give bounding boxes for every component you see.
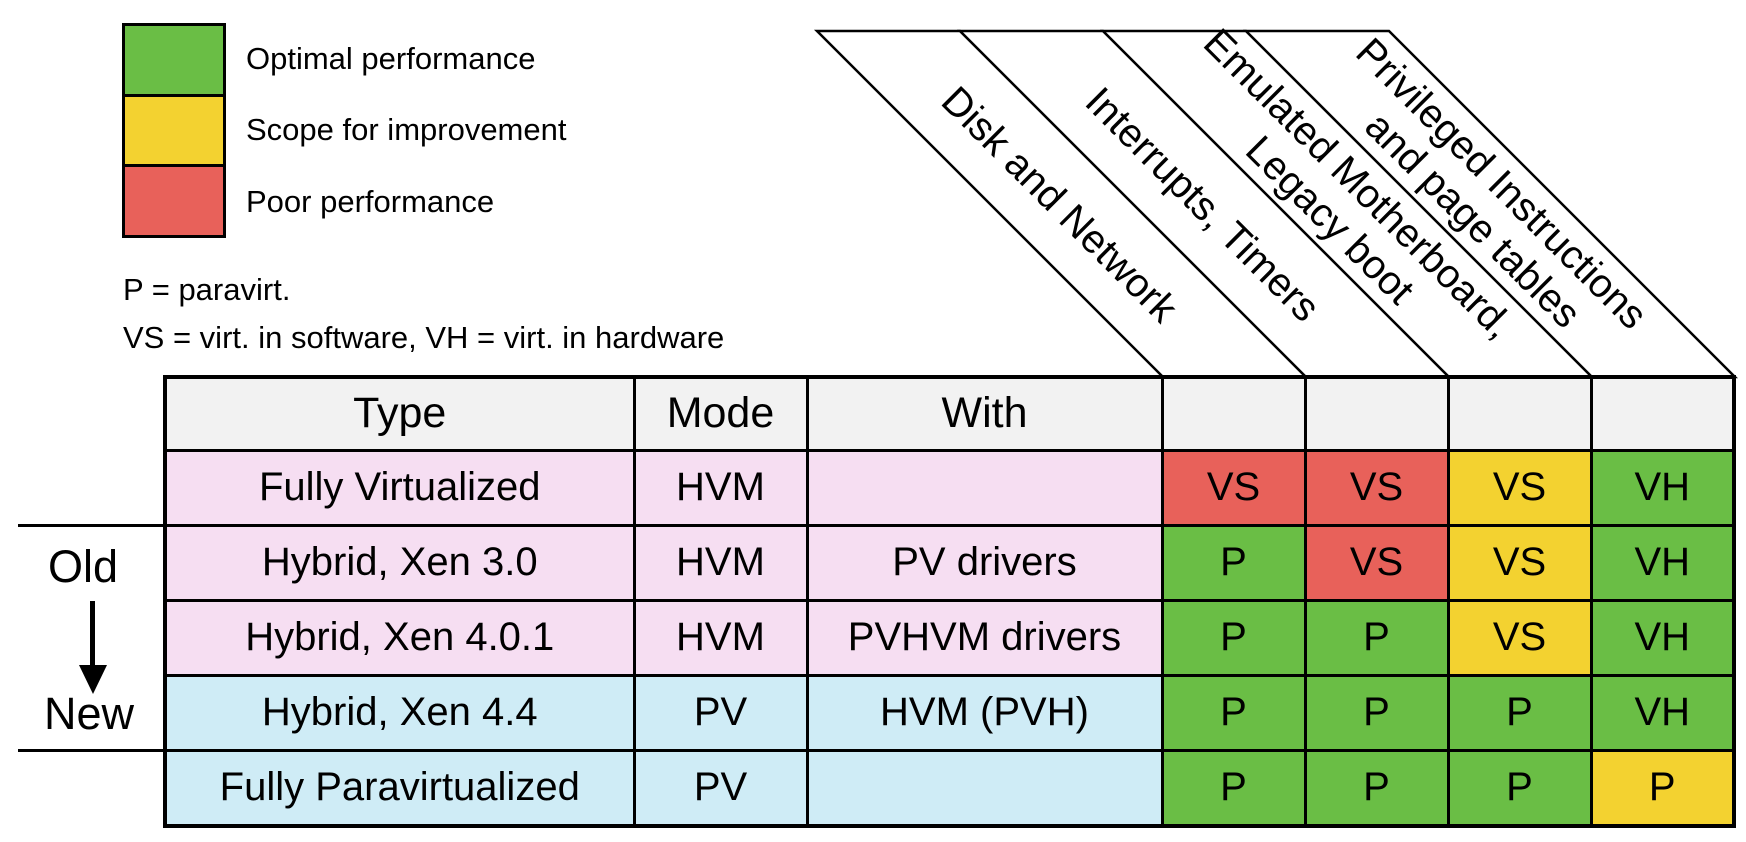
abbreviation-notes: P = paravirt. VS = virt. in software, VH…: [123, 266, 724, 362]
type-cell: Fully Virtualized: [163, 448, 636, 527]
legend-swatch-optimal: [125, 26, 223, 94]
timeline-divider-top: [18, 524, 166, 527]
perf-header-cell: [1303, 375, 1450, 452]
perf-cell: VS: [1446, 448, 1593, 527]
legend-label-improve: Scope for improvement: [246, 112, 567, 147]
col-header-with: With: [805, 375, 1164, 452]
timeline-arrow: [90, 601, 95, 667]
perf-cell: P: [1446, 748, 1593, 828]
perf-cell: P: [1160, 598, 1307, 677]
diagonal-header-band: Disk and Network Interrupts, Timers Emul…: [813, 20, 1739, 379]
perf-cell: VS: [1446, 598, 1593, 677]
mode-cell: PV: [632, 673, 809, 752]
note-vs-vh: VS = virt. in software, VH = virt. in ha…: [123, 320, 725, 355]
perf-cell: VH: [1589, 448, 1736, 527]
perf-cell: P: [1303, 598, 1450, 677]
perf-header-cell: [1160, 375, 1307, 452]
with-cell: [805, 748, 1164, 828]
mode-cell: HVM: [632, 523, 809, 602]
legend-swatch-poor: [125, 164, 223, 236]
type-cell: Fully Paravirtualized: [163, 748, 636, 828]
perf-cell: VS: [1446, 523, 1593, 602]
perf-header-cell: [1446, 375, 1593, 452]
type-cell: Hybrid, Xen 4.4: [163, 673, 636, 752]
perf-cell: VS: [1160, 448, 1307, 527]
table-row: Hybrid, Xen 4.4 PV HVM (PVH) P P P VH: [163, 673, 1736, 752]
mode-cell: HVM: [632, 448, 809, 527]
table-header-row: Type Mode With: [163, 375, 1736, 452]
table-row: Hybrid, Xen 3.0 HVM PV drivers P VS VS V…: [163, 523, 1736, 602]
table-row: Hybrid, Xen 4.0.1 HVM PVHVM drivers P P …: [163, 598, 1736, 677]
timeline-old-label: Old: [47, 541, 119, 592]
legend-swatch-improve: [125, 93, 223, 165]
legend-label-poor: Poor performance: [246, 184, 495, 219]
col-header-type: Type: [163, 375, 636, 452]
perf-cell: P: [1303, 673, 1450, 752]
perf-cell: P: [1589, 748, 1736, 828]
with-cell: HVM (PVH): [805, 673, 1164, 752]
with-cell: PV drivers: [805, 523, 1164, 602]
perf-cell: P: [1303, 748, 1450, 828]
perf-cell: P: [1160, 748, 1307, 828]
with-cell: PVHVM drivers: [805, 598, 1164, 677]
perf-cell: VS: [1303, 448, 1450, 527]
col-header-mode: Mode: [632, 375, 809, 452]
legend: [122, 23, 226, 238]
perf-header-cell: [1589, 375, 1736, 452]
perf-cell: VS: [1303, 523, 1450, 602]
perf-cell: P: [1160, 673, 1307, 752]
mode-cell: PV: [632, 748, 809, 828]
perf-cell: P: [1446, 673, 1593, 752]
timeline-new-label: New: [43, 688, 135, 739]
perf-cell: P: [1160, 523, 1307, 602]
perf-cell: VH: [1589, 523, 1736, 602]
perf-cell: VH: [1589, 598, 1736, 677]
timeline-divider-bottom: [18, 749, 230, 752]
table-row: Fully Paravirtualized PV P P P P: [163, 748, 1736, 828]
timeline-arrowhead-icon: [79, 665, 107, 694]
legend-label-optimal: Optimal performance: [246, 41, 536, 76]
perf-cell: VH: [1589, 673, 1736, 752]
table-row: Fully Virtualized HVM VS VS VS VH: [163, 448, 1736, 527]
note-paravirt: P = paravirt.: [123, 272, 291, 307]
with-cell: [805, 448, 1164, 527]
virtualization-table: Type Mode With Fully Virtualized HVM VS …: [163, 375, 1736, 828]
type-cell: Hybrid, Xen 3.0: [163, 523, 636, 602]
type-cell: Hybrid, Xen 4.0.1: [163, 598, 636, 677]
mode-cell: HVM: [632, 598, 809, 677]
